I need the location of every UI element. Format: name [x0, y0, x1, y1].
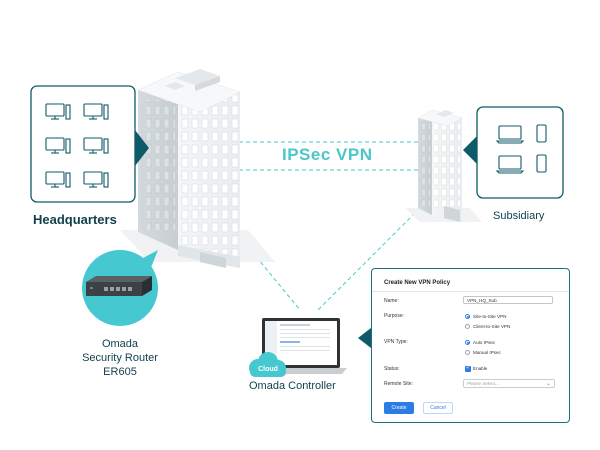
purpose-label: Purpose:: [384, 313, 405, 319]
status-enable-checkbox[interactable]: [465, 364, 471, 372]
chevron-down-icon: ⌄: [545, 380, 551, 387]
name-label: Name:: [384, 298, 399, 304]
controller-laptop-icon: [255, 318, 347, 374]
router-label-line2: Security Router: [82, 352, 158, 364]
router-label-line1: Omada: [101, 338, 139, 350]
create-button[interactable]: Create: [384, 402, 414, 414]
router-label: Omada Security Router ER605: [68, 337, 172, 379]
dialog-title: Create New VPN Policy: [384, 280, 451, 286]
vpn-label: IPSec VPN: [282, 145, 373, 164]
remote-site-select[interactable]: Please Select... ⌄: [463, 379, 555, 388]
status-label: Status:: [384, 366, 400, 372]
router-device-icon: [86, 276, 152, 296]
name-input[interactable]: VPN_HQ_Sub: [463, 296, 553, 304]
purpose-client-to-site-label: Client-to-Site VPN: [473, 324, 511, 329]
headquarters-building: [120, 69, 275, 268]
remote-site-placeholder: Please Select...: [467, 381, 499, 386]
vpn-type-auto-radio[interactable]: [465, 340, 470, 345]
cloud-icon: [249, 352, 286, 377]
desktop-computer-icon: [45, 103, 109, 188]
subsidiary-device-panel: [463, 106, 564, 199]
router-label-line3: ER605: [103, 366, 137, 378]
dialog-divider: [372, 291, 569, 292]
purpose-client-to-site-radio[interactable]: [465, 324, 470, 329]
subsidiary-label: Subsidiary: [493, 210, 545, 222]
vpn-type-label: VPN Type:: [384, 339, 408, 345]
subsidiary-building: [405, 109, 482, 222]
vpn-type-manual-label: Manual IPsec: [473, 350, 501, 355]
headquarters-device-panel: [30, 85, 149, 203]
vpn-type-auto-label: Auto IPsec: [473, 340, 496, 345]
cloud-badge-label: Cloud: [258, 366, 278, 373]
status-enable-label: Enable: [473, 366, 488, 371]
purpose-site-to-site-radio[interactable]: [465, 314, 470, 319]
controller-label: Omada Controller: [249, 380, 336, 392]
cancel-button[interactable]: Cancel: [423, 402, 453, 414]
smartphone-icon: [536, 124, 547, 173]
vpn-type-manual-radio[interactable]: [465, 350, 470, 355]
create-vpn-policy-dialog: Create New VPN Policy Name: VPN_HQ_Sub P…: [371, 268, 570, 423]
headquarters-label: Headquarters: [33, 212, 117, 227]
remote-site-label: Remote Site:: [384, 381, 413, 387]
dialog-pointer: [358, 328, 371, 348]
laptop-icon: [495, 125, 525, 174]
purpose-site-to-site-label: Site-to-Site VPN: [473, 314, 507, 319]
